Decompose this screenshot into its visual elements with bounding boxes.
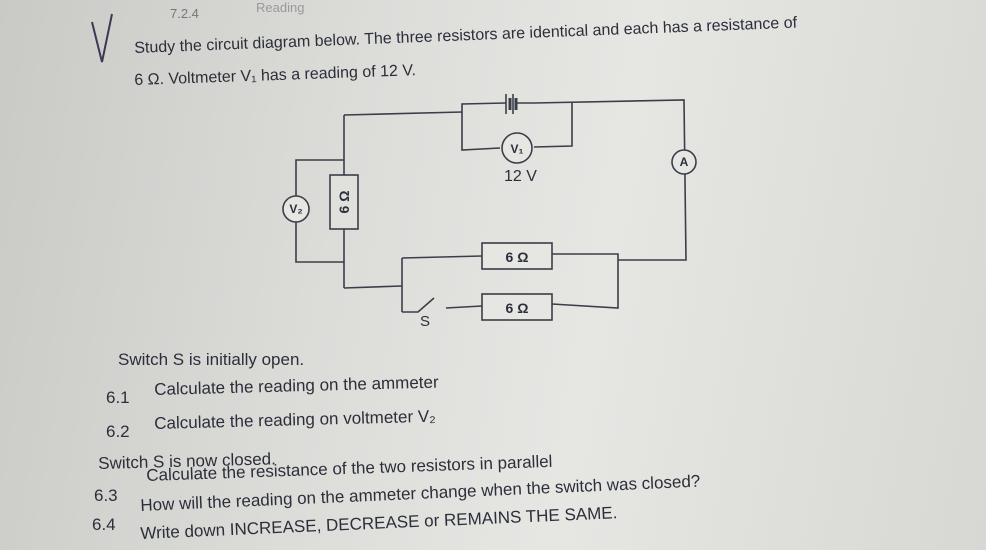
resistor-left bbox=[329, 174, 359, 230]
question-6-2-number: 6.2 bbox=[106, 422, 130, 441]
ammeter-label: A bbox=[680, 155, 689, 169]
tick-mark bbox=[91, 13, 113, 63]
wire-v1-left bbox=[461, 112, 501, 151]
wire-top-right bbox=[533, 99, 687, 261]
wire-top-resistor-left bbox=[401, 255, 483, 259]
battery-icon bbox=[505, 94, 518, 114]
wire-to-parallel bbox=[343, 285, 403, 289]
wire-switch bbox=[402, 297, 435, 313]
resistor-top bbox=[481, 242, 553, 270]
voltmeter-v1-label: V₁ bbox=[511, 142, 524, 156]
question-6-1-number: 6.1 bbox=[106, 388, 130, 407]
wire-v2-top bbox=[295, 159, 344, 196]
resistor-bottom-label: 6 Ω bbox=[506, 300, 529, 316]
question-6-3-number: 6.3 bbox=[94, 486, 118, 505]
wire-parallel-right bbox=[551, 253, 619, 309]
ammeter-icon bbox=[671, 149, 697, 175]
voltmeter-v2-icon bbox=[282, 195, 310, 223]
header-partial-text: Reading bbox=[256, 0, 305, 15]
switch-label: S bbox=[420, 313, 430, 330]
wire-v2-bottom bbox=[295, 222, 344, 263]
switch-open-intro: Switch S is initially open. bbox=[118, 350, 305, 369]
resistor-bottom bbox=[481, 293, 553, 321]
wire-v1-right bbox=[533, 103, 573, 148]
wire-bottom-resistor-left bbox=[445, 305, 483, 309]
wire-battery-left bbox=[461, 102, 507, 112]
voltmeter-v1-icon bbox=[501, 132, 533, 164]
resistor-top-label: 6 Ω bbox=[506, 249, 529, 265]
question-6-4-number: 6.4 bbox=[92, 515, 116, 534]
resistor-left-label: 6 Ω bbox=[336, 191, 352, 214]
voltmeter-v2-label: V₂ bbox=[289, 202, 302, 216]
question-number-header: 7.2.4 bbox=[170, 6, 199, 21]
v1-reading-label: 12 V bbox=[504, 168, 537, 185]
wire-top-left bbox=[343, 111, 463, 116]
